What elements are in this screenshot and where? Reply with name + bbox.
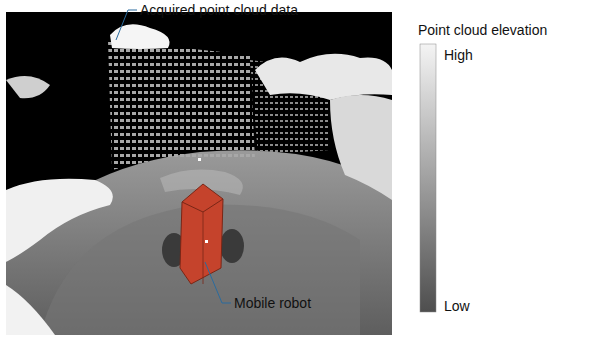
robot-wheel xyxy=(220,229,244,263)
ground-points xyxy=(6,150,392,335)
upper-right-points xyxy=(255,54,392,100)
legend-low: Low xyxy=(444,298,470,314)
robot-edge xyxy=(182,199,223,212)
robot-edge xyxy=(203,212,204,284)
callout-label: Mobile robot xyxy=(234,295,311,311)
legend-high: High xyxy=(444,47,473,63)
elevation-colorbar xyxy=(420,44,436,312)
near-wall-points xyxy=(6,285,55,335)
back-wall-scan xyxy=(108,40,255,170)
right-wall-points xyxy=(330,95,392,200)
leader-line xyxy=(205,262,231,303)
legend-title: Point cloud elevation xyxy=(418,22,547,38)
left-points xyxy=(6,179,113,262)
left-top-points xyxy=(6,76,50,98)
leader-line xyxy=(116,10,137,40)
point xyxy=(198,158,201,161)
robot-body xyxy=(180,184,223,284)
point xyxy=(205,240,208,243)
scene-background xyxy=(6,12,392,335)
callout-label: Acquired point cloud data xyxy=(140,2,298,18)
top-points xyxy=(110,24,170,49)
